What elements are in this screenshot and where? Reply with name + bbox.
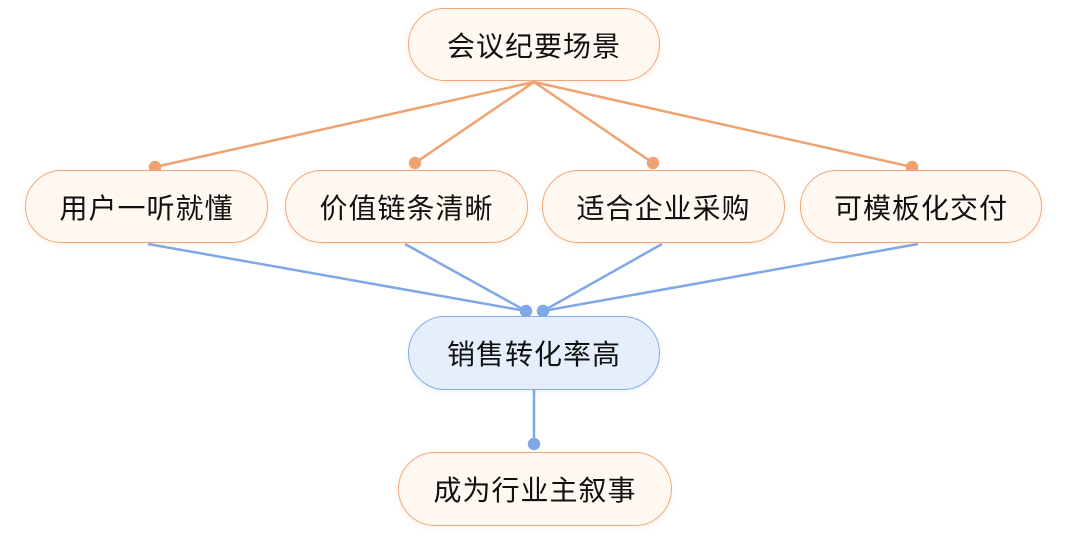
node-outcome: 成为行业主叙事 — [398, 452, 672, 526]
edge-root-benefit-2 — [414, 80, 535, 165]
edge-root-benefit-3 — [533, 80, 654, 165]
edge-endpoint — [527, 437, 541, 451]
edge-endpoint — [408, 156, 422, 170]
node-middle: 销售转化率高 — [408, 316, 660, 390]
edge-benefit-3-middle — [542, 242, 663, 313]
node-benefit-2: 价值链条清晰 — [285, 170, 528, 243]
edge-endpoint — [519, 304, 533, 318]
node-benefit-1: 用户一听就懂 — [25, 170, 268, 243]
node-benefit-4: 可模板化交付 — [800, 170, 1042, 243]
edge-root-benefit-1 — [154, 80, 535, 169]
node-root: 会议纪要场景 — [408, 8, 660, 81]
node-benefit-3: 适合企业采购 — [542, 170, 785, 243]
edge-endpoint — [536, 304, 550, 318]
edge-benefit-4-middle — [542, 242, 919, 313]
edge-benefit-1-middle — [147, 242, 527, 313]
edge-root-benefit-4 — [533, 80, 913, 169]
edge-benefit-2-middle — [404, 242, 527, 313]
edge-endpoint — [646, 156, 660, 170]
